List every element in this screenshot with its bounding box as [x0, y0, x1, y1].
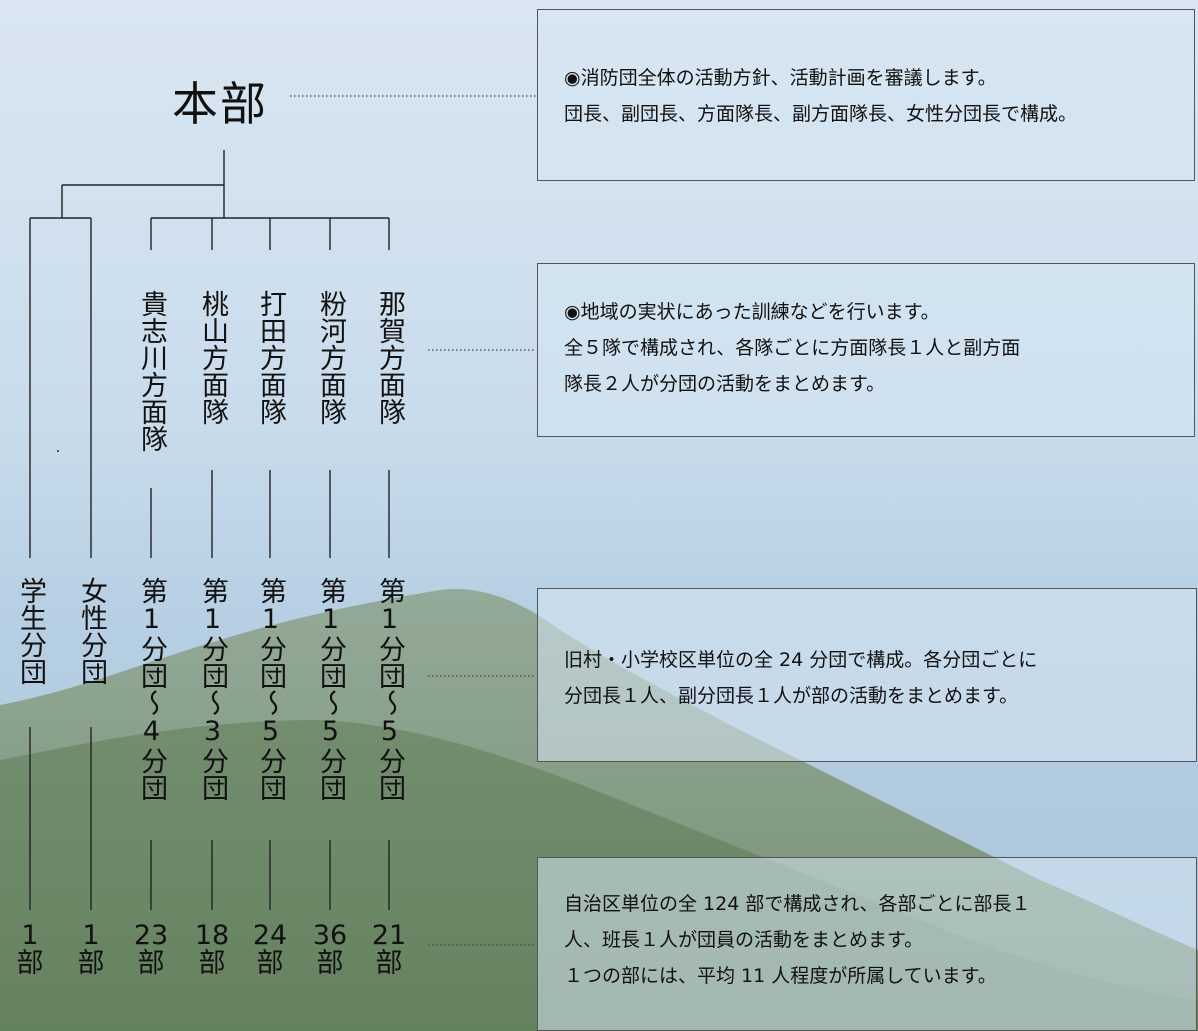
count-unit: 部	[198, 948, 226, 979]
unit-women: 女性分団	[76, 577, 107, 685]
unit-kishigawa: 第1分団〜4分団	[136, 577, 167, 801]
note-headquarters: ◉消防団全体の活動方針、活動計画を審議します。 団長、副団長、方面隊長、副方面隊…	[537, 9, 1195, 181]
note-line: ◉消防団全体の活動方針、活動計画を審議します。	[564, 67, 997, 89]
note-sections: 自治区単位の全 124 部で構成され、各部ごとに部長１ 人、班長１人が団員の活動…	[537, 857, 1197, 1031]
region-kishigawa: 貴志川方面隊	[136, 290, 167, 452]
note-branches: 旧村・小学校区単位の全 24 分団で構成。各分団ごとに 分団長１人、副分団長１人…	[537, 588, 1197, 762]
note-line: ◉地域の実状にあった訓練などを行います。	[564, 301, 940, 323]
note-line: １つの部には、平均 11 人程度が所属しています。	[564, 965, 997, 987]
count-unit: 部	[16, 948, 44, 979]
count-number: 18	[194, 920, 230, 951]
note-line: 旧村・小学校区単位の全 24 分団で構成。各分団ごとに	[564, 649, 1038, 671]
unit-naga: 第1分団〜5分団	[374, 577, 405, 801]
count-unit: 部	[77, 948, 105, 979]
region-kokawa: 粉河方面隊	[315, 290, 346, 425]
count-momoyama: 18 部	[182, 922, 242, 978]
note-regional-units: ◉地域の実状にあった訓練などを行います。 全５隊で構成され、各隊ごとに方面隊長１…	[537, 263, 1195, 437]
count-kokawa: 36 部	[300, 922, 360, 978]
count-unit: 部	[316, 948, 344, 979]
count-naga: 21 部	[359, 922, 419, 978]
count-number: 24	[252, 920, 288, 951]
unit-kokawa: 第1分団〜5分団	[315, 577, 346, 801]
unit-momoyama: 第1分団〜3分団	[197, 577, 228, 801]
region-uchita: 打田方面隊	[255, 290, 286, 425]
count-number: 23	[133, 920, 169, 951]
count-unit: 部	[137, 948, 165, 979]
note-line: 分団長１人、副分団長１人が部の活動をまとめます。	[564, 685, 1019, 707]
region-momoyama: 桃山方面隊	[197, 290, 228, 425]
note-line: 全５隊で構成され、各隊ごとに方面隊長１人と副方面	[564, 337, 1021, 359]
count-unit: 部	[256, 948, 284, 979]
note-line: 自治区単位の全 124 部で構成され、各部ごとに部長１	[564, 893, 1031, 915]
count-unit: 部	[375, 948, 403, 979]
count-student: 1 部	[0, 922, 60, 978]
unit-student: 学生分団	[15, 577, 46, 685]
note-line: 団長、副団長、方面隊長、副方面隊長、女性分団長で構成。	[564, 103, 1078, 125]
note-line: 人、班長１人が団員の活動をまとめます。	[564, 929, 924, 951]
count-uchita: 24 部	[240, 922, 300, 978]
headquarters-label: 本部	[172, 77, 268, 131]
count-women: 1 部	[61, 922, 121, 978]
unit-uchita: 第1分団〜5分団	[255, 577, 286, 801]
count-number: 1	[21, 920, 39, 951]
region-naga: 那賀方面隊	[374, 290, 405, 425]
count-kishigawa: 23 部	[121, 922, 181, 978]
note-line: 隊長２人が分団の活動をまとめます。	[564, 373, 886, 395]
count-number: 21	[371, 920, 407, 951]
count-number: 1	[82, 920, 100, 951]
count-number: 36	[312, 920, 348, 951]
